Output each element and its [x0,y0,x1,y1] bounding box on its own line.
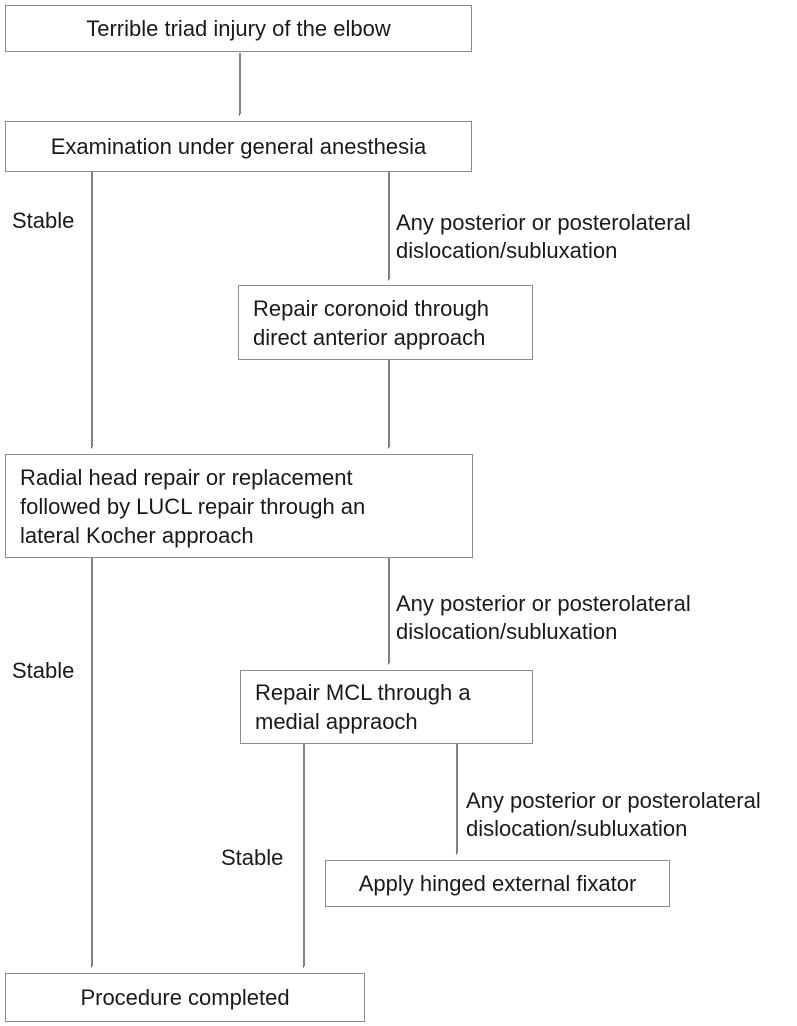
node-repair-mcl-line1: Repair MCL through a [255,680,471,705]
edge-label-unstable-2-line2: dislocation/subluxation [396,619,618,644]
node-terrible-triad: Terrible triad injury of the elbow [5,5,472,52]
edge-label-unstable-3-line1: Any posterior or posterolateral [466,788,761,813]
edge-label-stable-1: Stable [12,208,75,233]
node-radial-head-line1: Radial head repair or replacement [20,464,353,490]
node-procedure-completed: Procedure completed [5,973,365,1022]
edge-label-unstable-1-line2: dislocation/subluxation [396,238,618,263]
node-radial-head-line3: lateral Kocher approach [20,522,254,548]
node-repair-coronoid-line1: Repair coronoid through [253,295,490,321]
node-examination-label: Examination under general anesthesia [50,134,427,159]
edge-label-stable-3: Stable [221,845,284,870]
node-external-fixator-label: Apply hinged external fixator [358,871,637,896]
node-terrible-triad-label: Terrible triad injury of the elbow [86,16,391,41]
edge-label-unstable-3: Any posterior or posterolateral dislocat… [466,787,761,843]
node-radial-head-line2: followed by LUCL repair through an [20,493,366,519]
node-repair-coronoid-line2: direct anterior approach [253,324,486,350]
node-examination: Examination under general anesthesia [5,121,472,172]
node-external-fixator: Apply hinged external fixator [325,860,670,907]
node-repair-mcl: Repair MCL through a medial appraoch [240,670,533,744]
edge-label-stable-2: Stable [12,658,75,683]
node-repair-mcl-line2: medial appraoch [255,709,418,734]
edge-label-unstable-2: Any posterior or posterolateral dislocat… [396,590,691,646]
edge-label-unstable-2-line1: Any posterior or posterolateral [396,591,691,616]
edge-label-unstable-1-line1: Any posterior or posterolateral [396,210,691,235]
node-procedure-completed-label: Procedure completed [80,985,290,1010]
node-radial-head: Radial head repair or replacement follow… [5,454,473,558]
edge-label-unstable-3-line2: dislocation/subluxation [466,816,688,841]
node-repair-coronoid: Repair coronoid through direct anterior … [238,285,533,360]
edge-label-unstable-1: Any posterior or posterolateral dislocat… [396,209,691,265]
